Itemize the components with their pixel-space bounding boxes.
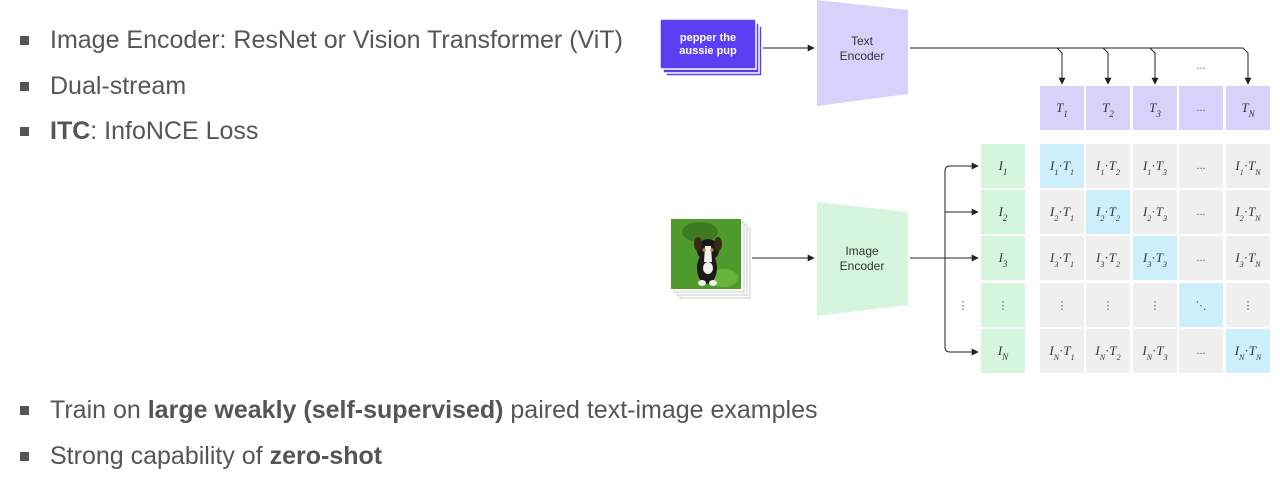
subscript: N xyxy=(1248,109,1256,119)
text-feature-ellipsis: ... xyxy=(1196,102,1205,114)
dog-photo xyxy=(671,219,741,289)
text-feature-ellipsis: ... xyxy=(1196,60,1205,72)
matrix-ellipsis: ... xyxy=(1196,160,1205,172)
image-encoder-label-1: Image xyxy=(845,244,879,258)
image-feature-ellipsis: ⋮ xyxy=(958,300,969,312)
matrix-ellipsis: ... xyxy=(1196,206,1205,218)
text-encoder-label-1: Text xyxy=(851,34,874,48)
image-encoder: Image Encoder xyxy=(817,202,908,316)
image-input-stack xyxy=(671,219,750,298)
matrix-ellipsis: ⋮ xyxy=(1150,300,1161,312)
image-feature-cell xyxy=(981,190,1025,234)
text-input-card xyxy=(660,19,756,69)
subscript: 3 xyxy=(1155,109,1161,119)
matrix-ellipsis: ⋮ xyxy=(1057,300,1068,312)
matrix-ellipsis: ⋱ xyxy=(1196,300,1207,312)
text-encoder-label-2: Encoder xyxy=(840,49,885,63)
text-input-line-2: aussie pup xyxy=(679,45,737,57)
matrix-ellipsis: ⋮ xyxy=(1243,300,1254,312)
matrix-ellipsis: ... xyxy=(1196,345,1205,357)
text-encoder: Text Encoder xyxy=(817,0,908,106)
subscript: 3 xyxy=(1002,259,1008,269)
image-feature-ellipsis: ⋮ xyxy=(998,300,1009,312)
text-input-line-1: pepper the xyxy=(680,32,736,44)
image-feature-cell xyxy=(981,144,1025,188)
subscript: 1 xyxy=(1063,109,1068,119)
subscript: 2 xyxy=(1109,109,1114,119)
image-encoder-label-2: Encoder xyxy=(840,259,885,273)
subscript: N xyxy=(1001,352,1009,362)
image-feature-cell xyxy=(981,236,1025,280)
subscript: 1 xyxy=(1003,167,1008,177)
matrix-ellipsis: ⋮ xyxy=(1103,300,1114,312)
text-input-stack: pepper the aussie pup xyxy=(660,19,762,76)
image-feature-arrows xyxy=(910,166,978,352)
matrix-ellipsis: ... xyxy=(1196,252,1205,264)
subscript: 2 xyxy=(1003,213,1008,223)
image-feature-cell xyxy=(981,329,1025,373)
